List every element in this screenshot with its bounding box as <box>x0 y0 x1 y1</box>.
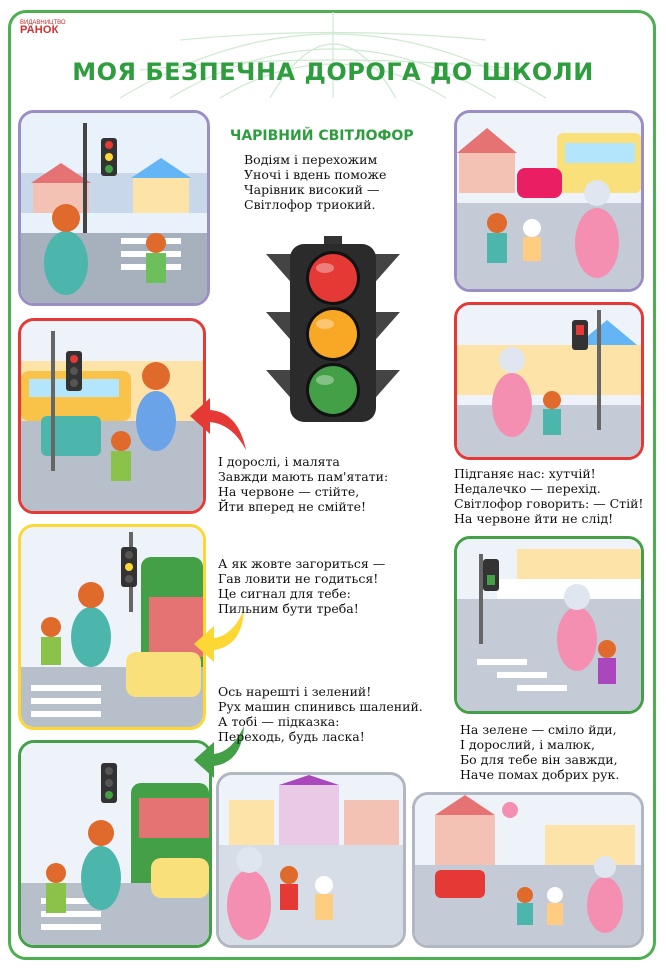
picture-school-arrival <box>412 792 644 948</box>
verse-hurry: Підганяє нас: хутчій! Недалечко — перехі… <box>454 466 643 526</box>
poem-line: Це сигнал для тебе: <box>218 586 351 601</box>
picture-green-light <box>18 740 212 948</box>
intro-heading: ЧАРІВНИЙ СВІТЛОФОР <box>230 128 414 144</box>
poem-line: Водіям і перехожим <box>244 152 378 167</box>
picture-school-yard <box>216 772 406 948</box>
verse-yellow: А як жовте загориться — Гав ловити не го… <box>218 556 385 616</box>
intro-poem: Водіям і перехожим Уночі і вдень поможе … <box>244 152 386 212</box>
poem-line: Світлофор говорить: — Стій! <box>454 496 644 511</box>
poem-line: На зелене — сміло йди, <box>460 722 617 737</box>
poem-line: А як жовте загориться — <box>218 556 386 571</box>
poem-line: Недалечко — перехід. <box>454 481 601 496</box>
yellow-arrow-icon <box>194 610 244 662</box>
globe-decoration <box>119 12 547 99</box>
verse-go: На зелене — сміло йди, І дорослий, і мал… <box>460 722 619 782</box>
poem-line: Гав ловити не годиться! <box>218 571 379 586</box>
traffic-light-illustration <box>266 236 400 422</box>
poem-line: Завжди мають пам'ятати: <box>218 469 389 484</box>
red-arrow-icon <box>190 398 246 450</box>
verse-green: Ось нарешті і зелений! Рух машин спинивс… <box>218 684 423 744</box>
verse-red: І дорослі, і малята Завжди мають пам'ята… <box>218 454 388 514</box>
poem-line: Переходь, будь ласка! <box>218 729 365 744</box>
poem-line: Чарівник високий — <box>244 182 380 197</box>
picture-cats-street <box>454 110 644 292</box>
poem-line: Бо для тебе він завжди, <box>460 752 618 767</box>
poem-line: І дорослі, і малята <box>218 454 340 469</box>
poem-line: І дорослий, і малюк, <box>460 737 595 752</box>
picture-red-light <box>18 318 206 514</box>
poem-line: Підганяє нас: хутчій! <box>454 466 596 481</box>
poem-line: Світлофор триокий. <box>244 197 376 212</box>
picture-cats-green-signal <box>454 536 644 714</box>
poem-line: На червоне йти не слід! <box>454 511 614 526</box>
poem-line: Йти вперед не смійте! <box>218 499 367 514</box>
poem-line: Рух машин спинивсь шалений. <box>218 699 423 714</box>
poem-line: Пильним бути треба! <box>218 601 359 616</box>
poem-line: Ось нарешті і зелений! <box>218 684 372 699</box>
publisher-logo: ВИДАВНИЦТВО РАНОК <box>20 20 66 36</box>
poem-line: На червоне — стійте, <box>218 484 360 499</box>
page-title: МОЯ БЕЗПЕЧНА ДОРОГА ДО ШКОЛИ <box>72 58 594 86</box>
poem-line: Наче помах добрих рук. <box>460 767 620 782</box>
picture-cats-red-signal <box>454 302 644 460</box>
picture-yellow-light <box>18 524 206 730</box>
poem-line: А тобі — підказка: <box>218 714 340 729</box>
poem-line: Уночі і вдень поможе <box>244 167 387 182</box>
picture-squirrels-crossing <box>18 110 210 306</box>
green-arrow-icon <box>194 726 244 778</box>
